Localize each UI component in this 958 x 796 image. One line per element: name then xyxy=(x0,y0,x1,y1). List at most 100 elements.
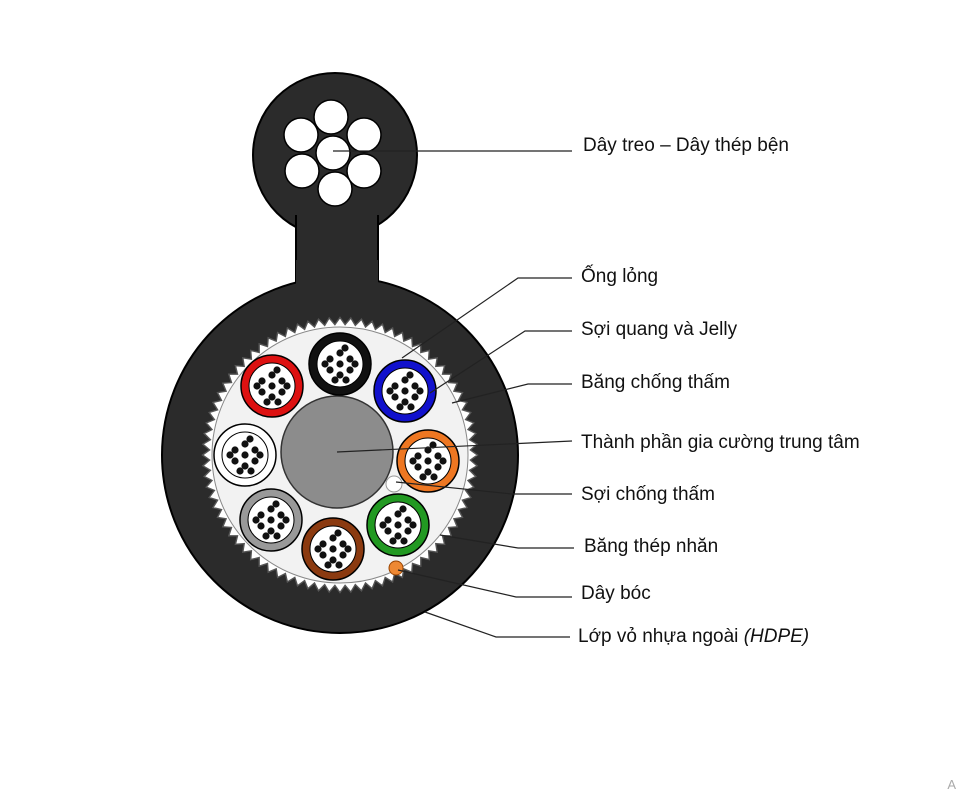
optical-fiber xyxy=(429,441,437,449)
leader-ripcord xyxy=(397,569,572,598)
label-outer-jacket-material: (HDPE) xyxy=(744,626,809,647)
optical-fiber xyxy=(389,537,397,545)
leader-steel-tape xyxy=(439,534,574,549)
optical-fiber xyxy=(236,467,244,475)
loose-tube-white xyxy=(213,423,277,487)
label-water-blocking-tape: Băng chống thấm xyxy=(581,372,730,393)
optical-fiber xyxy=(379,521,387,529)
optical-fiber xyxy=(419,473,427,481)
optical-fiber xyxy=(277,522,285,530)
optical-fiber xyxy=(341,344,349,352)
optical-fiber xyxy=(253,382,261,390)
optical-fiber xyxy=(319,551,327,559)
optical-fiber xyxy=(409,521,417,529)
optical-fiber xyxy=(283,382,291,390)
leader-water-tape xyxy=(451,383,572,404)
optical-fiber xyxy=(407,403,415,411)
optical-fiber xyxy=(273,532,281,540)
loose-tube-orange xyxy=(396,429,460,493)
optical-fiber xyxy=(272,500,280,508)
optical-fiber xyxy=(414,452,422,460)
optical-fiber xyxy=(411,393,419,401)
optical-fiber xyxy=(257,511,265,519)
optical-fiber xyxy=(278,377,286,385)
optical-fiber xyxy=(282,516,290,524)
messenger-wire xyxy=(252,72,418,310)
optical-fiber xyxy=(321,360,329,368)
optical-fiber xyxy=(336,371,344,379)
optical-fiber xyxy=(391,382,399,390)
optical-fiber xyxy=(258,377,266,385)
water-blocking-yarn xyxy=(385,475,403,493)
optical-fiber xyxy=(394,521,402,529)
optical-fiber xyxy=(257,522,265,530)
optical-fiber xyxy=(411,382,419,390)
optical-fiber xyxy=(386,387,394,395)
label-ripcord: Dây bóc xyxy=(581,583,651,604)
leader-water-yarn xyxy=(395,481,572,495)
optical-fiber xyxy=(314,545,322,553)
loose-tube-blue xyxy=(373,359,437,423)
optical-fiber xyxy=(394,532,402,540)
optical-fiber xyxy=(346,366,354,374)
optical-fiber xyxy=(404,527,412,535)
optical-fiber xyxy=(342,376,350,384)
optical-fiber xyxy=(241,451,249,459)
optical-fiber xyxy=(434,463,442,471)
label-outer-jacket: Lớp vỏ nhựa ngoài (HDPE) xyxy=(578,626,809,647)
label-loose-tube: Ống lỏng xyxy=(581,265,658,287)
optical-fiber xyxy=(334,529,342,537)
optical-fiber xyxy=(231,457,239,465)
optical-fiber xyxy=(394,510,402,518)
optical-fiber xyxy=(241,462,249,470)
label-fiber-jelly: Sợi quang và Jelly xyxy=(581,319,738,340)
leader-central-member xyxy=(336,440,573,453)
callout-labels: Dây treo – Dây thép bện Ống lỏng Sợi qua… xyxy=(578,135,860,647)
optical-fiber xyxy=(258,388,266,396)
optical-fiber xyxy=(263,398,271,406)
optical-fiber xyxy=(278,388,286,396)
optical-fiber xyxy=(409,457,417,465)
optical-fiber xyxy=(324,561,332,569)
loose-tube-gray xyxy=(239,488,303,552)
optical-fiber xyxy=(268,382,276,390)
optical-fiber xyxy=(401,376,409,384)
optical-fiber xyxy=(336,360,344,368)
optical-fiber xyxy=(401,398,409,406)
optical-fiber xyxy=(346,355,354,363)
loose-tube-green xyxy=(366,493,430,557)
leader-fiber-jelly xyxy=(429,330,572,394)
optical-fiber xyxy=(416,387,424,395)
optical-fiber xyxy=(400,537,408,545)
optical-fiber xyxy=(430,473,438,481)
steel-strand-group xyxy=(283,99,382,207)
optical-fiber xyxy=(251,457,259,465)
label-central-strength-member: Thành phần gia cường trung tâm xyxy=(581,432,860,453)
optical-fiber xyxy=(267,527,275,535)
loose-tube-brown xyxy=(301,517,365,581)
optical-fiber xyxy=(329,545,337,553)
optical-fiber xyxy=(404,516,412,524)
optical-fiber xyxy=(434,452,442,460)
ripcord xyxy=(388,560,404,576)
loose-tube-black xyxy=(308,332,372,396)
optical-fiber xyxy=(399,505,407,513)
optical-fiber xyxy=(331,376,339,384)
optical-fiber xyxy=(424,457,432,465)
optical-fiber xyxy=(267,505,275,513)
optical-fiber xyxy=(268,371,276,379)
corner-mark: A xyxy=(947,777,956,792)
leader-outer-jacket xyxy=(424,611,570,638)
optical-fiber xyxy=(439,457,447,465)
leader-loose-tube xyxy=(401,277,572,359)
optical-fiber xyxy=(396,403,404,411)
optical-fiber xyxy=(384,516,392,524)
label-messenger-wire: Dây treo – Dây thép bện xyxy=(583,135,789,156)
optical-fiber xyxy=(252,516,260,524)
label-outer-jacket-text: Lớp vỏ nhựa ngoài xyxy=(578,626,744,647)
optical-fiber xyxy=(326,355,334,363)
optical-fiber xyxy=(267,516,275,524)
optical-fiber xyxy=(251,446,259,454)
label-water-blocking-yarn: Sợi chống thấm xyxy=(581,484,715,505)
